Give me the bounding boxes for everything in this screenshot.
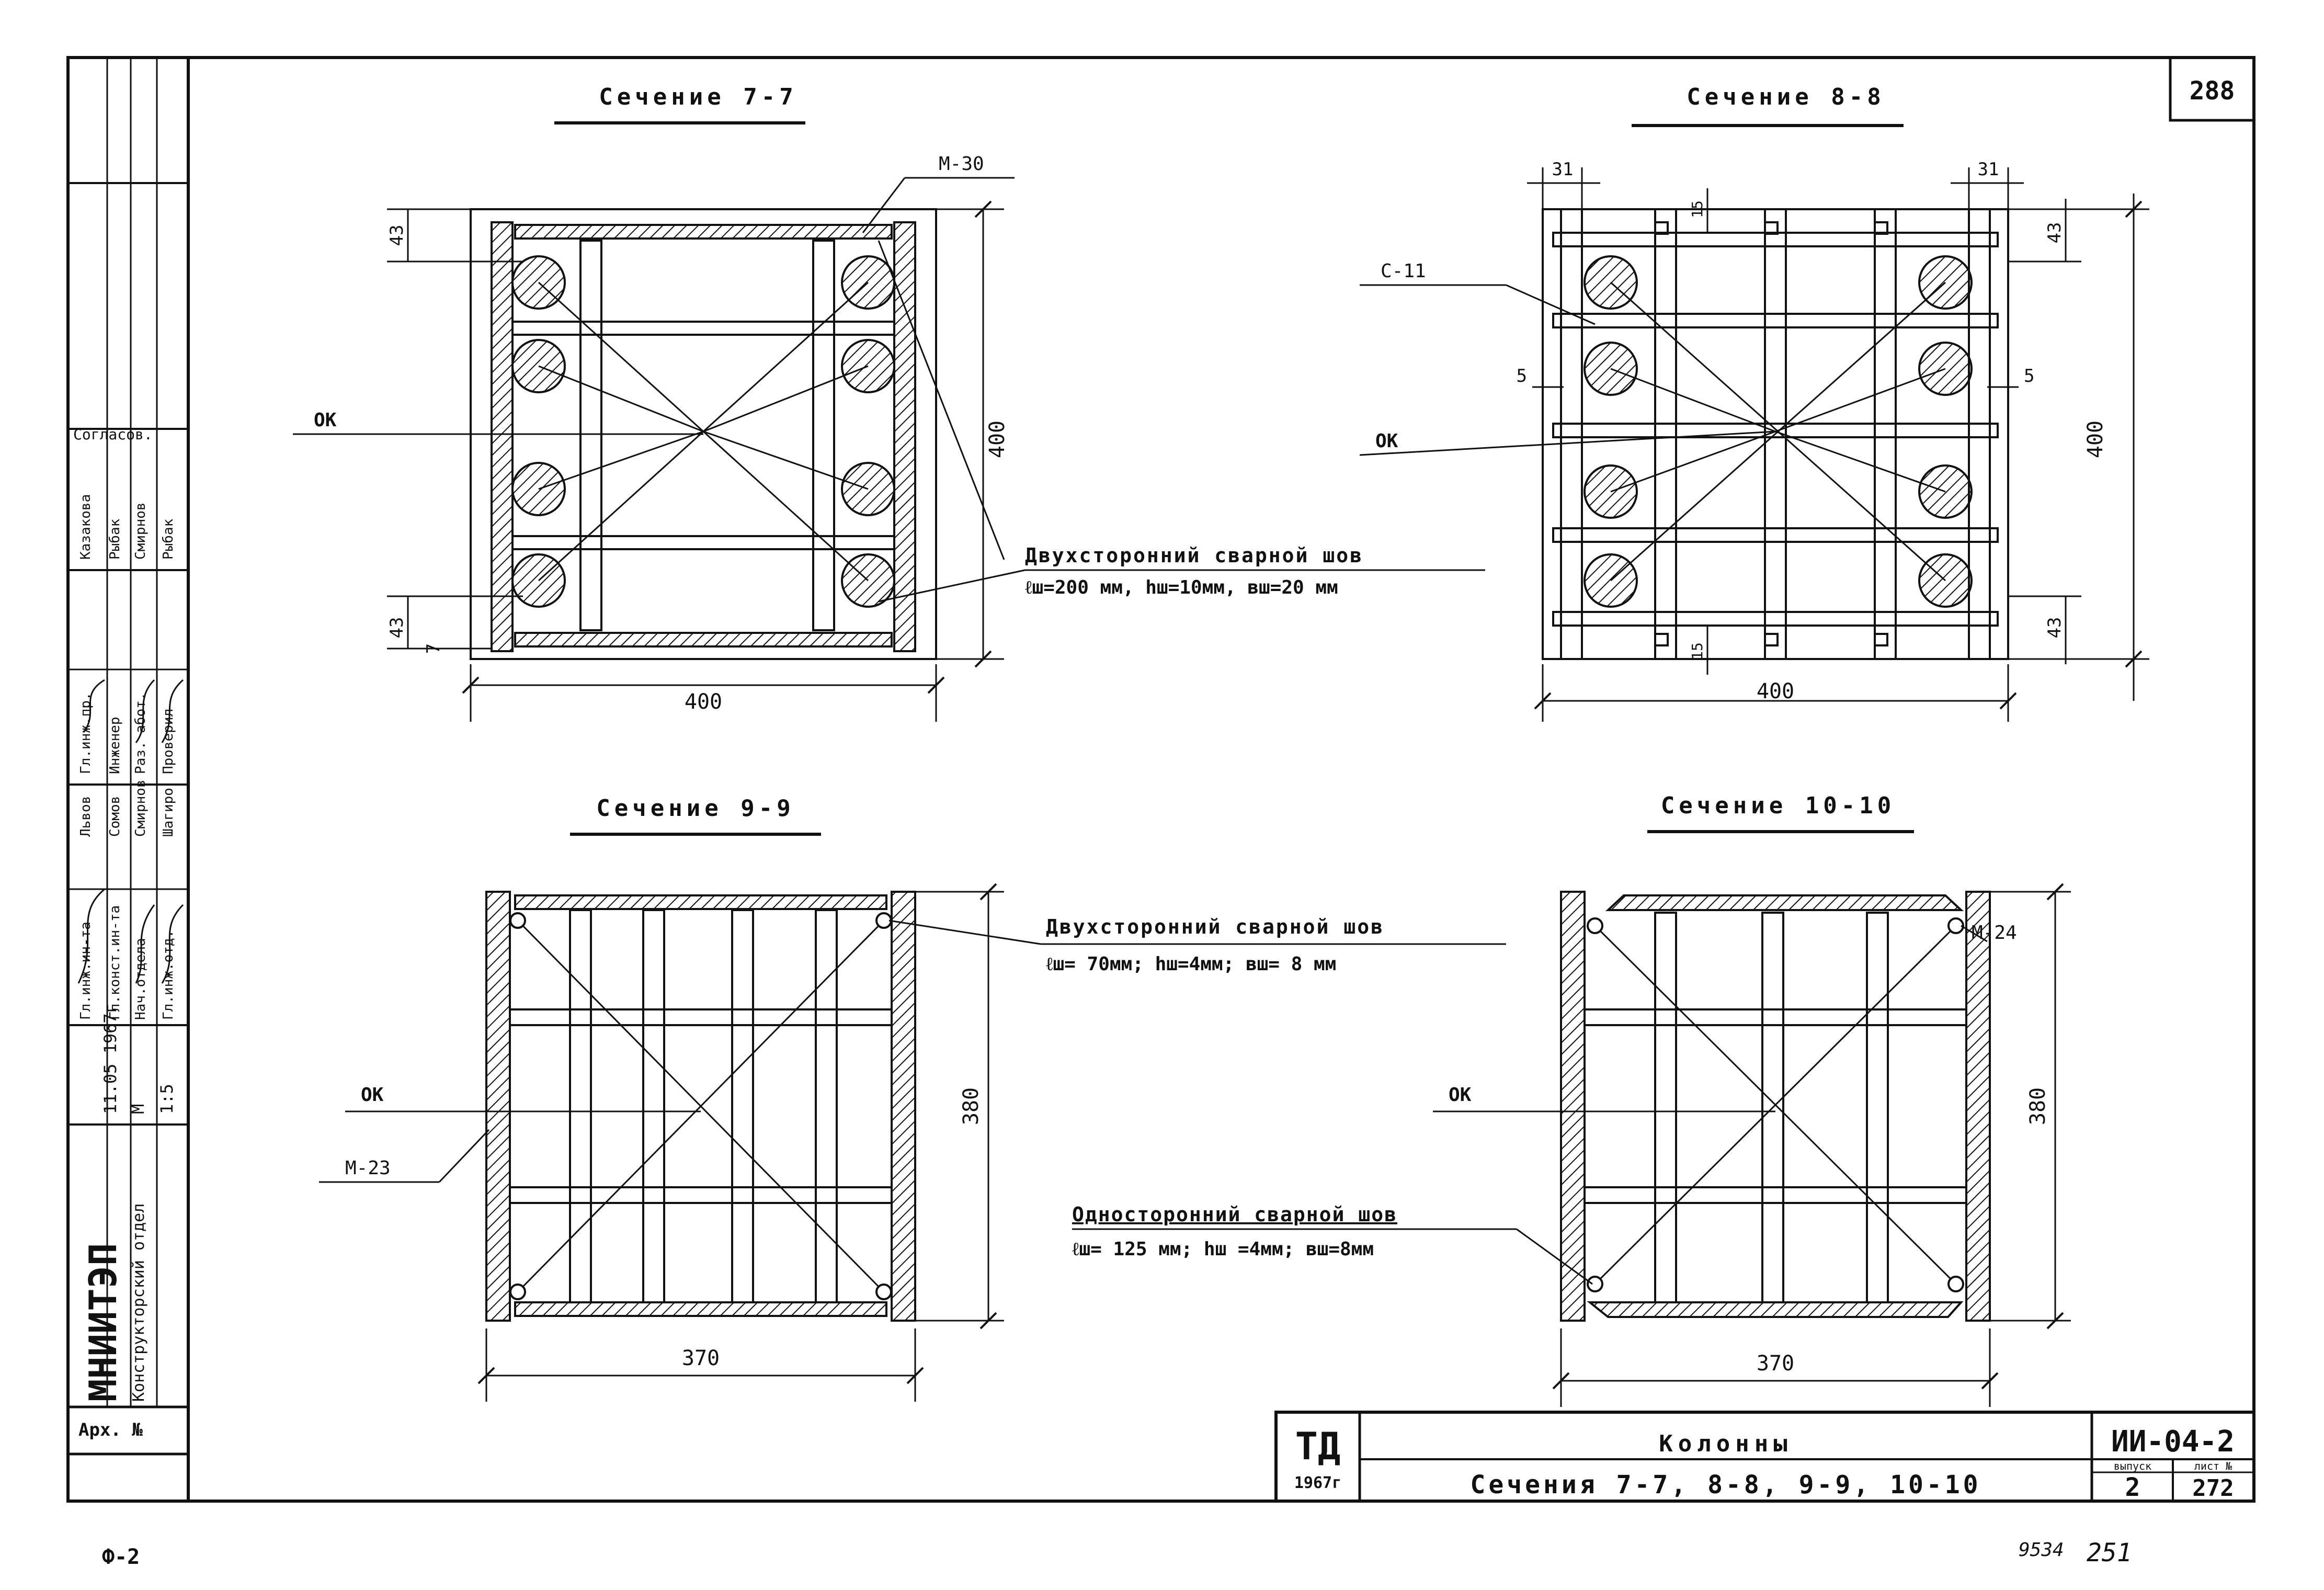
- title-block: ТД 1967г Колонны Сечения 7-7, 8-8, 9-9, …: [1274, 1411, 2255, 1503]
- section-10-10-axis-label: ОК: [1449, 1084, 1472, 1106]
- footer-format: Ф-2: [102, 1545, 140, 1569]
- stamp-dept: Конструкторский отдел: [130, 1203, 148, 1402]
- section-9-9-width: 370: [682, 1346, 720, 1370]
- section-9-9-axis-label: ОК: [361, 1084, 384, 1106]
- section-9-9-height: 380: [959, 1087, 983, 1125]
- stamp-name-8: Рыбак: [161, 518, 176, 560]
- stamp-name-1: Львов: [78, 796, 94, 837]
- title-block-sheet-label: лист №: [2194, 1460, 2232, 1472]
- section-9-9-weld-params: ℓш= 70мм; hш=4мм; вш= 8 мм: [1046, 953, 1336, 975]
- stamp-role-5: Гл.инж.пр.: [78, 692, 94, 774]
- section-10-10-title: Сечение 10-10: [1661, 792, 1895, 819]
- section-8-8-axis-label: ОК: [1375, 430, 1398, 452]
- section-10-10-part: М-24: [1972, 922, 2017, 944]
- section-7-7-title: Сечение 7-7: [599, 84, 797, 110]
- section-8-8-side-right: 31: [1978, 159, 1999, 180]
- section-7-7-plate-top: [514, 224, 893, 240]
- title-block-year: 1967г: [1294, 1474, 1341, 1492]
- section-7-7-axis-label: ОК: [314, 410, 337, 431]
- section-8-8-height: 400: [2083, 421, 2107, 458]
- section-7-7-height: 400: [985, 421, 1009, 458]
- section-7-7-plate-bottom: [514, 632, 893, 648]
- section-9-9-plate-bottom: [514, 1301, 887, 1317]
- section-8-8-part: С-11: [1381, 260, 1426, 282]
- section-9-9: Сечение 9-9 370: [319, 795, 1506, 1402]
- title-block-subtitle: Сечения 7-7, 8-8, 9-9, 10-10: [1470, 1470, 1981, 1500]
- section-10-10-plate-left: [1560, 891, 1586, 1322]
- stamp-name-6: Рыбак: [107, 518, 123, 560]
- title-block-issue-label: выпуск: [2114, 1460, 2151, 1472]
- section-10-10-plate-top: [1605, 894, 1964, 911]
- section-10-10-width: 370: [1757, 1352, 1794, 1376]
- footer-handwritten-number: 251: [2087, 1538, 2132, 1568]
- section-8-8-title: Сечение 8-8: [1687, 84, 1885, 110]
- side-stamp: МНИИТЭП Конструкторский отдел 11.05 1967…: [68, 58, 188, 1456]
- stamp-arch: Арх. №: [78, 1419, 143, 1440]
- section-10-10-plate-bottom: [1587, 1301, 1964, 1318]
- stamp-signatures: [77, 679, 184, 984]
- stamp-org: МНИИТЭП: [81, 1243, 125, 1402]
- section-8-8-gap-bottom: 15: [1689, 642, 1706, 660]
- section-7-7-part: М-30: [939, 153, 984, 175]
- stamp-name-5: Казакова: [78, 494, 94, 560]
- title-block-issue: 2: [2125, 1473, 2140, 1502]
- section-8-8-width: 400: [1757, 679, 1794, 703]
- section-9-9-title: Сечение 9-9: [596, 795, 794, 822]
- title-block-logo: ТД: [1295, 1424, 1341, 1468]
- footer-code: 9534: [2019, 1539, 2064, 1561]
- stamp-approvals: Согласов.: [73, 426, 153, 443]
- footer: Ф-2 9534 251: [102, 1538, 2132, 1569]
- section-9-9-part: М-23: [345, 1157, 391, 1179]
- section-9-9-weld-title: Двухсторонний сварной шов: [1046, 915, 1384, 938]
- sheet-number: 288: [2190, 76, 2235, 106]
- section-7-7-plate-left: [491, 221, 514, 652]
- stamp-date: 11.05 1967г: [100, 1003, 120, 1114]
- title-block-title: Колонны: [1659, 1430, 1792, 1457]
- section-10-10-weld-params: ℓш= 125 мм; hш =4мм; вш=8мм: [1072, 1239, 1374, 1260]
- stamp-name-4: Шагиро: [161, 788, 176, 837]
- section-7-7-weld-title: Двухсторонний сварной шов: [1025, 544, 1363, 567]
- stamp-role-2: Гл.конст.ин-та: [107, 905, 123, 1020]
- stamp-role-6: Инженер: [107, 717, 123, 774]
- section-10-10-height: 380: [2026, 1087, 2050, 1125]
- section-7-7-width: 400: [685, 690, 722, 714]
- section-10-10-weld-title: Односторонний сварной шов: [1072, 1203, 1397, 1226]
- sheet-number-box: 288: [2169, 56, 2255, 122]
- section-10-10-plate-right: [1965, 891, 1991, 1322]
- section-9-9-plate-right: [891, 891, 916, 1322]
- section-7-7-weld-params: ℓш=200 мм, hш=10мм, вш=20 мм: [1025, 577, 1338, 598]
- stamp-role-1: Гл.инж.ин-та: [78, 922, 94, 1020]
- section-8-8-rebars: [1583, 255, 1973, 608]
- section-7-7-plate-right: [893, 221, 916, 652]
- stamp-scale-label: М: [128, 1104, 148, 1114]
- title-block-sheet: 272: [2192, 1475, 2234, 1502]
- section-8-8-edge-bottom: 43: [2044, 617, 2065, 639]
- section-7-7-rebars: [511, 255, 895, 608]
- section-8-8-side-left: 31: [1552, 159, 1574, 180]
- section-9-9-plate-left: [485, 891, 511, 1322]
- section-8-8-inset-left: 5: [1517, 366, 1527, 387]
- stamp-name-3: Смирнов: [133, 779, 149, 837]
- section-8-8: Сечение 8-8: [1359, 84, 2149, 722]
- sheet-frame: [66, 56, 2255, 1503]
- stamp-name-2: Сомов: [107, 796, 123, 837]
- section-9-9-plate-top: [514, 894, 887, 910]
- stamp-name-7: Смирнов: [133, 502, 149, 560]
- section-7-7: Сечение 7-7: [293, 84, 1485, 722]
- stamp-scale: 1:5: [157, 1084, 177, 1114]
- section-7-7-edge-top: 43: [386, 225, 407, 246]
- section-10-10: Сечение 10-10 370: [1072, 792, 2071, 1407]
- section-8-8-inset-right: 5: [2024, 366, 2034, 387]
- title-block-series: ИИ-04-2: [2111, 1425, 2235, 1459]
- section-7-7-edge-bottom: 43: [386, 617, 407, 639]
- stamp-role-4: Гл.инж.отд.: [161, 930, 176, 1020]
- section-7-7-plate-offset: 7: [423, 643, 444, 654]
- section-8-8-gap-top: 15: [1689, 200, 1706, 218]
- section-8-8-edge-top: 43: [2044, 222, 2065, 244]
